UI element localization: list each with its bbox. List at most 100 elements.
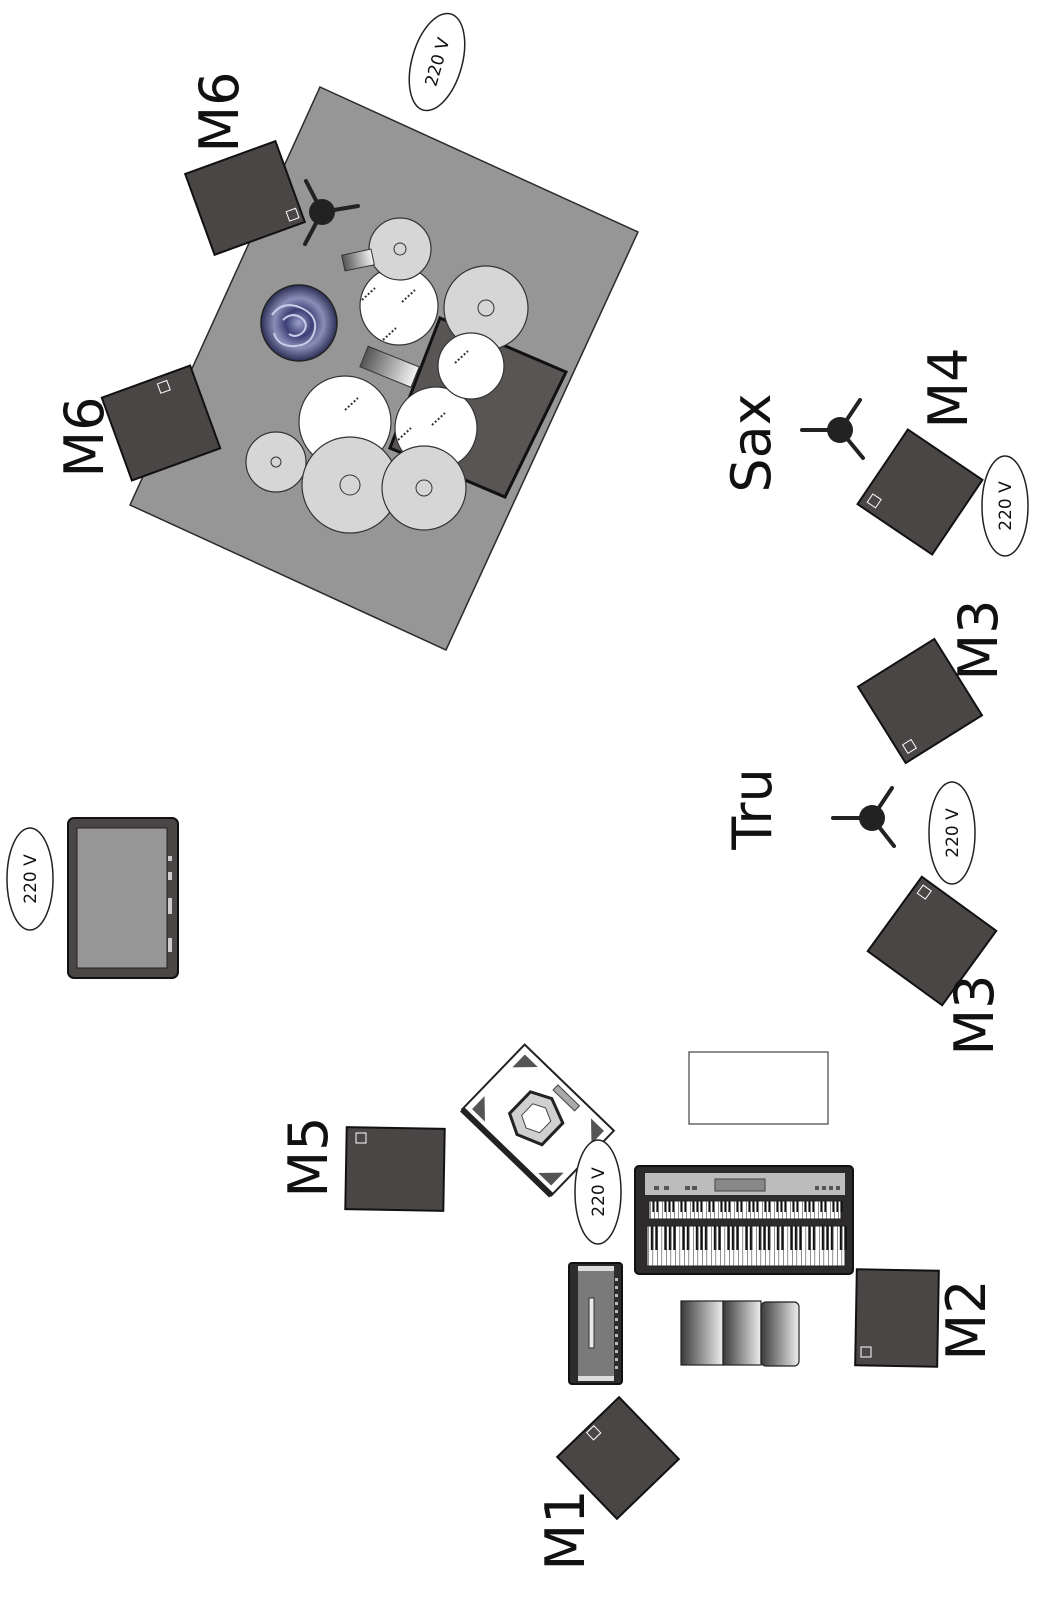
decor-mark [682, 1201, 683, 1219]
decor-mark [720, 1201, 723, 1212]
monitor-wedge-m6-left [100, 364, 222, 482]
decor-mark [823, 1226, 825, 1266]
tom-high [437, 332, 505, 400]
decor-mark [756, 1226, 757, 1266]
decor-mark [764, 1201, 767, 1212]
power-outlet-icon-tru: 220 V [928, 781, 976, 885]
drum-kit-icon [245, 217, 529, 534]
power-outlet-icon-screen: 220 V [6, 827, 54, 931]
decor-mark [733, 1226, 735, 1266]
decor-mark [810, 1201, 811, 1219]
label-m4: M4 [917, 348, 980, 429]
decor-mark [654, 1201, 655, 1219]
decor-mark [727, 1226, 730, 1250]
decor-mark [615, 1302, 618, 1305]
speaker-logo-icon [355, 1132, 367, 1144]
speaker-logo-icon [585, 1425, 602, 1441]
decor-mark [802, 1201, 803, 1219]
decor-mark [666, 1226, 667, 1266]
decor-mark [796, 1226, 798, 1266]
decor-mark [694, 1201, 695, 1219]
decor-mark [826, 1226, 829, 1250]
decor-mark [728, 1201, 731, 1212]
decor-mark [658, 1201, 659, 1219]
power-outlet-icon-sax: 220 V [981, 455, 1029, 557]
decor-mark [730, 1201, 731, 1219]
label-m3-bottom: M3 [943, 975, 1006, 1056]
decor-mark [784, 1201, 787, 1212]
decor-mark [696, 1201, 699, 1212]
dj-deck-icon [460, 1043, 616, 1198]
decor-mark [806, 1201, 807, 1219]
decor-mark [686, 1201, 687, 1219]
cymbal-left [245, 431, 307, 493]
decor-mark [693, 1226, 694, 1266]
decor-mark [615, 1326, 618, 1329]
speaker-logo-icon [860, 1346, 872, 1358]
decor-mark [678, 1201, 679, 1219]
decor-mark [794, 1226, 798, 1250]
decor-mark [718, 1201, 719, 1219]
decor-mark [799, 1226, 802, 1250]
power-label-sax: 220 V [996, 481, 1016, 531]
decor-mark [844, 1226, 847, 1250]
amplifier-icon [568, 1262, 623, 1385]
decor-mark [675, 1226, 676, 1266]
decor-mark [661, 1226, 663, 1266]
decor-mark [770, 1201, 771, 1219]
decor-mark [830, 1226, 834, 1250]
equipment-table [688, 1051, 829, 1125]
tv-screen-icon [67, 817, 179, 979]
decor-mark [756, 1201, 759, 1212]
decor-mark [812, 1226, 816, 1250]
decor-mark [690, 1201, 691, 1219]
speaker-logo-icon [866, 493, 882, 509]
decor-mark [615, 1278, 618, 1281]
monitor-wedge-m3-bottom [866, 875, 998, 1007]
decor-mark [758, 1201, 759, 1219]
decor-mark [702, 1201, 703, 1219]
decor-mark [615, 1334, 618, 1337]
decor-mark [729, 1226, 730, 1266]
decor-mark [697, 1226, 699, 1266]
decor-mark [824, 1201, 827, 1212]
decor-mark [765, 1226, 766, 1266]
decor-mark [615, 1366, 618, 1369]
decor-mark [718, 1226, 721, 1250]
decor-mark [768, 1201, 771, 1212]
decor-mark [688, 1226, 690, 1266]
decor-mark [762, 1201, 763, 1219]
decor-mark [706, 1201, 707, 1219]
keyboard-stool-icon [680, 1300, 800, 1367]
decor-mark [792, 1201, 795, 1212]
decor-mark [680, 1201, 683, 1212]
decor-mark [652, 1226, 654, 1266]
decor-mark [736, 1201, 739, 1212]
decor-mark [711, 1226, 712, 1266]
decor-mark [682, 1226, 685, 1250]
decor-mark [668, 1226, 672, 1250]
speaker-logo-icon [916, 884, 932, 900]
decor-mark [787, 1226, 789, 1266]
decor-mark [822, 1201, 823, 1219]
cymbal-hihat [368, 217, 432, 281]
decor-mark [670, 1201, 671, 1219]
decor-mark [740, 1201, 743, 1212]
decor-mark [615, 1286, 618, 1289]
decor-mark [749, 1226, 753, 1250]
decor-mark [664, 1226, 667, 1250]
decor-mark [783, 1226, 784, 1266]
monitor-wedge-m4 [856, 428, 984, 556]
decor-mark [652, 1201, 655, 1212]
decor-mark [724, 1201, 727, 1212]
decor-mark [839, 1226, 843, 1250]
mic-stand-icon-sax [800, 398, 865, 460]
decor-mark [758, 1226, 762, 1250]
speaker-logo-icon [901, 738, 918, 755]
power-label-screen: 220 V [21, 854, 41, 904]
decor-mark [695, 1226, 699, 1250]
decor-mark [615, 1358, 618, 1361]
decor-mark [656, 1201, 659, 1212]
decor-mark [702, 1226, 703, 1266]
label-m6-top: M6 [188, 72, 251, 153]
